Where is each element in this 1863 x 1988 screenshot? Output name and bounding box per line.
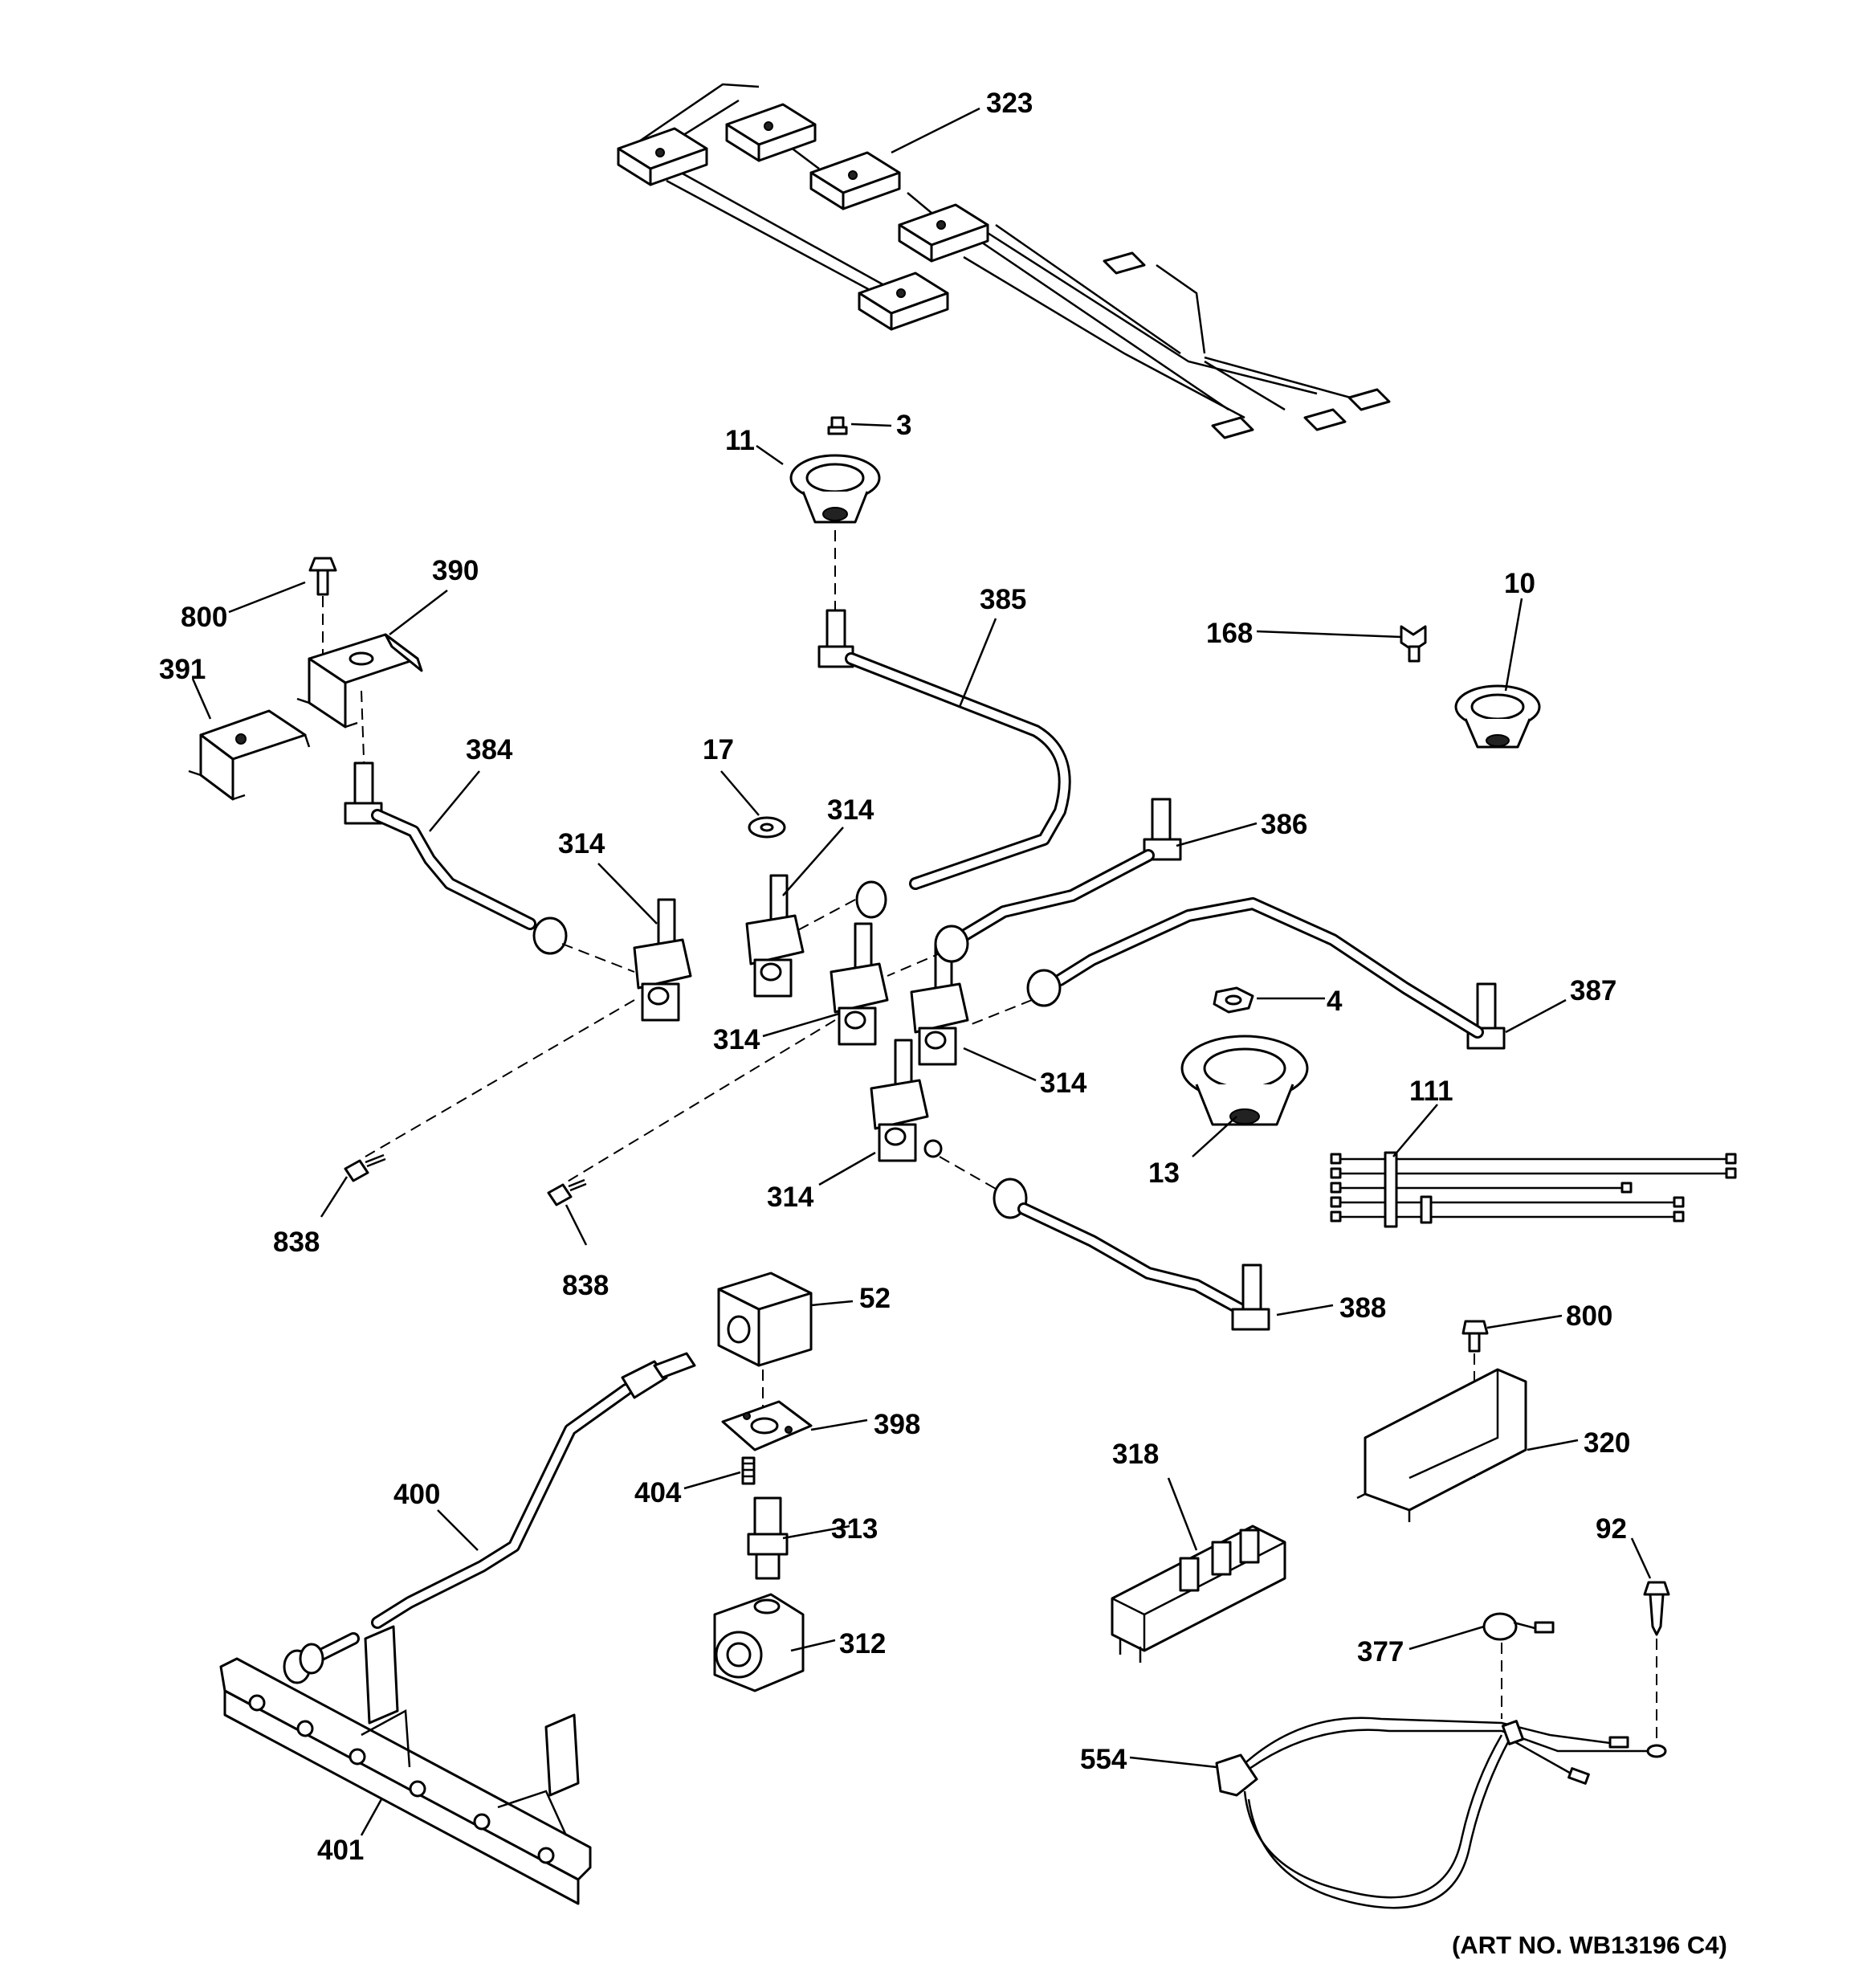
callout-17: 17 [703, 734, 734, 765]
part-111-wire-harness [1330, 1151, 1737, 1228]
callout-3: 3 [896, 410, 911, 441]
callout-391: 391 [159, 654, 206, 685]
part-391-bracket [188, 709, 311, 801]
callout-13: 13 [1148, 1157, 1180, 1189]
part-386-tube [934, 798, 1182, 963]
callout-92: 92 [1596, 1513, 1627, 1545]
callout-400: 400 [393, 1479, 440, 1510]
part-401-bracket [219, 1625, 592, 1905]
part-400-tube [283, 1352, 696, 1684]
part-800-screw-a [308, 557, 337, 596]
part-312-regulator [713, 1593, 805, 1692]
switch-block [898, 203, 989, 263]
callout-314-b: 314 [558, 828, 605, 859]
part-320-shield [1356, 1368, 1527, 1522]
callout-314-a: 314 [827, 794, 874, 826]
part-13-burner-head [1180, 1035, 1309, 1126]
part-388-tube [993, 1178, 1270, 1331]
callout-384: 384 [466, 734, 513, 765]
callout-390: 390 [432, 555, 479, 586]
callout-838-b: 838 [562, 1270, 609, 1301]
part-800-screw-b [1461, 1320, 1489, 1353]
switch-block [809, 151, 901, 210]
callout-314-e: 314 [767, 1182, 814, 1213]
part-387-tube [1026, 897, 1506, 1050]
callout-554: 554 [1080, 1744, 1127, 1775]
part-318-spark-module [1111, 1525, 1286, 1663]
part-314-valve-c [830, 922, 889, 1046]
part-11-burner-head [789, 454, 881, 524]
callout-387: 387 [1570, 975, 1616, 1006]
part-385-tube [817, 609, 1071, 919]
part-313-fitting [747, 1496, 789, 1580]
part-4-nut [1213, 986, 1254, 1014]
part-3-screw [827, 416, 848, 435]
part-314-valve-a [633, 898, 692, 1022]
part-10-burner-head [1454, 684, 1541, 749]
part-404-screw [741, 1456, 756, 1485]
callout-323: 323 [986, 88, 1033, 119]
callout-838-a: 838 [273, 1227, 320, 1258]
callout-168: 168 [1206, 618, 1253, 649]
callout-318: 318 [1112, 1439, 1159, 1470]
part-92-screw [1643, 1581, 1670, 1636]
callout-52: 52 [859, 1283, 891, 1314]
callout-398: 398 [874, 1409, 920, 1440]
switch-block [617, 127, 708, 186]
callout-386: 386 [1261, 809, 1307, 840]
callout-111: 111 [1409, 1076, 1453, 1107]
callout-388: 388 [1339, 1292, 1386, 1324]
callout-314-c: 314 [713, 1024, 760, 1055]
part-314-valve-b [745, 874, 805, 998]
part-17-washer [748, 816, 786, 839]
part-390-bracket [296, 633, 423, 729]
callout-404: 404 [634, 1477, 682, 1508]
part-314-valve-d [910, 942, 969, 1066]
callout-314-d: 314 [1040, 1067, 1087, 1099]
part-554-power-cord [1215, 1717, 1667, 1909]
callout-11: 11 [725, 425, 755, 456]
switch-block [725, 103, 817, 162]
part-314-valve-e [870, 1039, 943, 1162]
leader-lines [191, 107, 1652, 1836]
part-384-tube [344, 761, 568, 955]
part-838-screw-b [547, 1178, 587, 1206]
callout-10: 10 [1504, 568, 1535, 599]
callout-313: 313 [831, 1513, 878, 1545]
callout-800-b: 800 [1566, 1300, 1612, 1332]
art-number: (ART NO. WB13196 C4) [1452, 1931, 1727, 1959]
callout-401: 401 [317, 1835, 364, 1866]
callout-377: 377 [1357, 1636, 1404, 1668]
callout-labels: 323 3 11 800 390 391 385 168 10 384 17 3… [159, 88, 1630, 1866]
part-838-screw-a [344, 1153, 386, 1182]
part-323-switch-harness [617, 83, 1391, 439]
callout-320: 320 [1584, 1427, 1630, 1459]
callout-800-a: 800 [181, 602, 227, 633]
part-377-terminal [1482, 1612, 1555, 1641]
terminal [1103, 251, 1391, 439]
part-398-plate [721, 1400, 813, 1451]
part-168-clip [1400, 625, 1427, 663]
callout-312: 312 [839, 1628, 886, 1659]
callout-385: 385 [980, 584, 1026, 615]
callout-4: 4 [1327, 986, 1343, 1017]
part-52-block [717, 1272, 813, 1367]
switch-block [858, 271, 949, 331]
